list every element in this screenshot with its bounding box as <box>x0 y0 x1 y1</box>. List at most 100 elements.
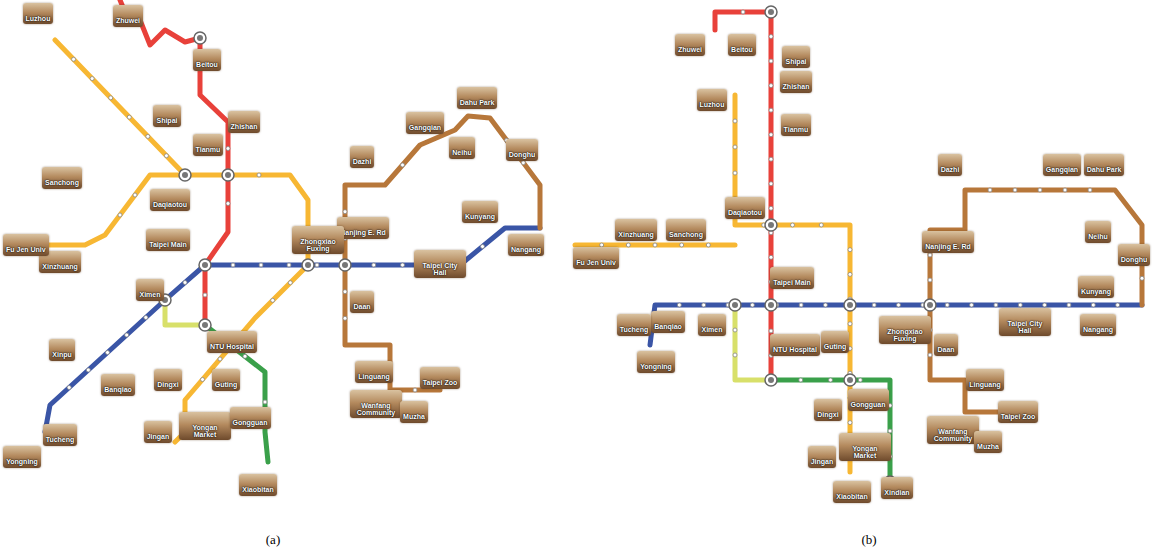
station-label: Zhishan <box>780 71 813 92</box>
station-dot <box>769 255 773 259</box>
station-label: Ximen <box>136 279 163 300</box>
station-label: Jingan <box>808 446 837 467</box>
station-dot <box>1088 188 1092 192</box>
station-label: Dahu Park <box>1084 154 1125 175</box>
station-label: Donghu <box>506 139 538 160</box>
station-dot <box>750 303 754 307</box>
station-dot <box>769 35 773 39</box>
interchange <box>302 259 314 271</box>
station-label: Muzha <box>974 431 1002 452</box>
station-label: Gangqian <box>1043 154 1081 175</box>
interchange-core <box>202 262 208 268</box>
station-dot <box>72 57 76 61</box>
station-dot <box>243 354 247 358</box>
station-label: Nangang <box>508 234 544 255</box>
station-dot <box>848 248 852 252</box>
station-label: Dingxi <box>154 369 181 390</box>
station-label: Banqiao <box>651 311 685 332</box>
station-dot <box>133 193 137 197</box>
station-label: Ximen <box>698 314 725 335</box>
station-label: Zhongxiao Fuxing <box>292 226 344 255</box>
station-label: Sanchong <box>42 167 82 188</box>
station-dot <box>109 96 113 100</box>
station-dot <box>86 368 90 372</box>
station-label: Dazhi <box>350 146 375 167</box>
station-dot <box>481 245 485 249</box>
station-dot <box>90 77 94 81</box>
station-dot <box>315 263 319 267</box>
station-label: NTU Hospital <box>770 334 820 355</box>
station-label: Tianmu <box>781 114 812 135</box>
station-label: Neihu <box>449 137 474 158</box>
station-label: Jingan <box>144 421 173 442</box>
interchange-core <box>768 222 774 228</box>
interchange-core <box>182 172 188 178</box>
station-label: Daan <box>350 291 373 312</box>
station-dot <box>858 378 862 382</box>
station-dot <box>945 303 949 307</box>
interchange-core <box>225 172 231 178</box>
station-label: Taipei Main <box>770 267 814 288</box>
station-dot <box>127 115 131 119</box>
interchange-core <box>768 9 774 15</box>
interchange <box>765 299 777 311</box>
metro-line <box>650 305 1142 345</box>
station-label: Daqiaotou <box>725 197 765 218</box>
station-label: Shipai <box>153 105 180 126</box>
metro-line <box>45 228 540 432</box>
station-dot <box>799 303 803 307</box>
station-dot <box>231 263 235 267</box>
interchange <box>765 6 777 18</box>
station-dot <box>848 322 852 326</box>
station-label: Yongning <box>637 351 675 372</box>
interchange-core <box>342 262 348 268</box>
station-label: Gongguan <box>848 389 889 410</box>
station-dot <box>1140 276 1144 280</box>
station-dot <box>144 316 148 320</box>
station-label: Daan <box>934 334 957 355</box>
station-dot <box>259 263 263 267</box>
station-dot <box>343 210 347 214</box>
station-dot <box>769 157 773 161</box>
station-label: Taipei City Hall <box>414 250 466 279</box>
station-dot <box>970 303 974 307</box>
station-dot <box>897 303 901 307</box>
station-dot <box>888 404 892 408</box>
station-dot <box>994 303 998 307</box>
station-label: Nanjing E. Rd <box>922 231 974 252</box>
interchange <box>765 219 777 231</box>
station-label: Beitou <box>193 49 221 70</box>
station-dot <box>1038 188 1042 192</box>
interchange-core <box>847 302 853 308</box>
station-dot <box>733 145 737 149</box>
station-dot <box>928 253 932 257</box>
station-label: Banqiao <box>101 374 135 395</box>
metro-line <box>771 380 890 482</box>
station-dot <box>257 173 261 177</box>
station-label: Shipai <box>782 46 809 67</box>
station-dot <box>226 202 230 206</box>
station-dot <box>1067 303 1071 307</box>
station-dot <box>733 328 737 332</box>
station-dot <box>1116 303 1120 307</box>
station-label: Gongguan <box>230 407 271 428</box>
interchange <box>924 299 936 311</box>
station-dot <box>118 213 122 217</box>
station-dot <box>201 378 205 382</box>
station-dot <box>271 298 275 302</box>
metro-line <box>735 305 771 380</box>
station-dot <box>706 243 710 247</box>
station-dot <box>769 133 773 137</box>
interchange-core <box>202 322 208 328</box>
station-dot <box>819 223 823 227</box>
station-label: Linguang <box>966 369 1004 390</box>
station-dot <box>829 378 833 382</box>
station-dot <box>164 154 168 158</box>
station-label: Fu Jen Univ <box>573 247 619 268</box>
panel-label: (b) <box>861 532 876 548</box>
station-dot <box>769 59 773 63</box>
station-dot <box>226 147 230 151</box>
station-dot <box>1063 188 1067 192</box>
station-label: Kunyang <box>1078 276 1114 297</box>
